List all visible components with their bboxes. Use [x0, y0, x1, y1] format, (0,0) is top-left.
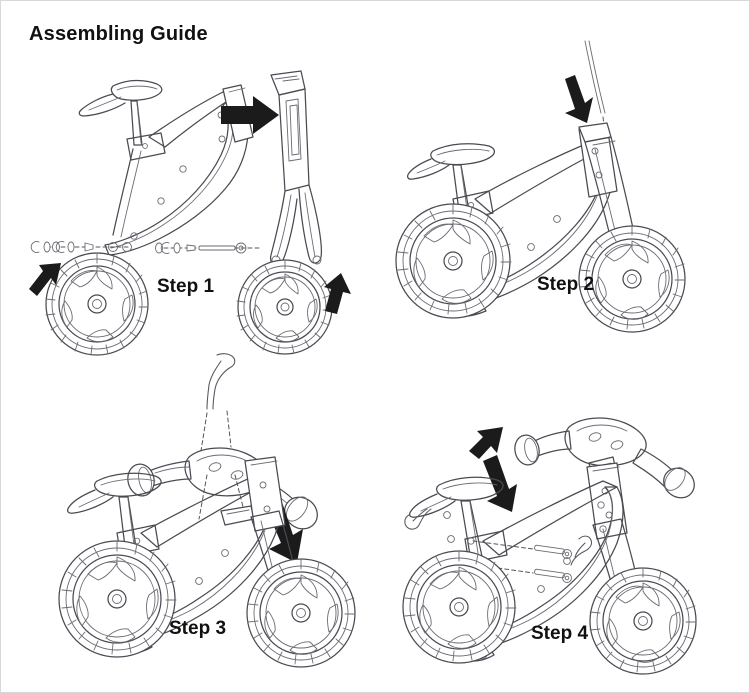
- step-1-label: Step 1: [157, 276, 215, 297]
- step-3-illustration: [49, 351, 415, 668]
- handlebar: [514, 417, 695, 499]
- assembled-bike-step4: [402, 417, 697, 675]
- front-fork: [269, 70, 323, 266]
- arrow-steerer-down: [565, 75, 593, 123]
- assembled-bike-step3: [58, 456, 356, 668]
- page-title: Assembling Guide: [29, 23, 208, 45]
- rear-axle-hardware: [30, 241, 132, 253]
- step-3-label: Step 3: [169, 618, 227, 639]
- front-wheel: [589, 567, 697, 675]
- seat-bolt-upper: [467, 537, 572, 559]
- step-2-illustration: [379, 40, 745, 349]
- steerer-guide-line: [584, 40, 606, 134]
- hex-key-icon: [206, 353, 236, 410]
- rear-wheel: [45, 252, 149, 356]
- rear-wheel: [395, 203, 512, 319]
- arrow-fork-insert: [221, 96, 279, 134]
- step-4-label: Step 4: [531, 623, 589, 644]
- arrow-front-wheel: [324, 273, 351, 314]
- step-2-label: Step 2: [537, 274, 595, 295]
- arrow-seat-down: [483, 455, 517, 512]
- front-wheel: [578, 225, 686, 333]
- front-wheel: [236, 259, 333, 355]
- assembled-bike-step2: [395, 122, 686, 333]
- step-4-illustration: [391, 399, 743, 679]
- hex-key-icon-right: [570, 535, 593, 566]
- front-wheel: [246, 558, 356, 668]
- step-1-illustration: [9, 49, 375, 356]
- rear-wheel: [402, 550, 517, 664]
- handlebar-guide-lines: [198, 410, 246, 520]
- steerer-tube: [220, 505, 255, 526]
- arrow-seat-up: [469, 427, 503, 459]
- front-axle-hardware: [155, 242, 260, 254]
- rear-wheel: [58, 540, 177, 658]
- hex-key-icon-left: [404, 508, 432, 530]
- arrow-rear-wheel: [29, 263, 61, 296]
